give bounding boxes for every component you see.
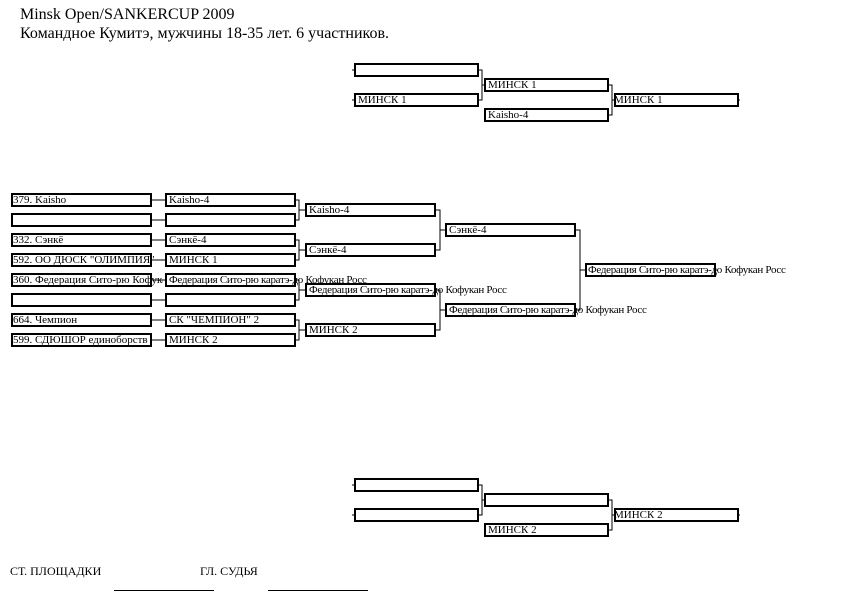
round2-slot-3 [305, 283, 436, 297]
round1-slot-2 [165, 213, 296, 227]
round2-slot-2 [305, 243, 436, 257]
round3-slot-1 [445, 223, 576, 237]
round1-slot-5 [165, 273, 296, 287]
participant-label-7: 664. Чемпион [13, 314, 78, 326]
main-winner-label: Федерация Сито-рю каратэ-до Кофукан Росс [588, 264, 786, 276]
round2-label-4: МИНСК 2 [309, 324, 358, 336]
round2-label-1: Kaisho-4 [309, 204, 350, 216]
bottom-winner-slot [614, 508, 739, 522]
participant-slot-5 [11, 273, 152, 287]
round1-slot-6 [165, 293, 296, 307]
participant-slot-1 [11, 193, 152, 207]
round3-label-2: Федерация Сито-рю каратэ-до Кофукан Росс [449, 304, 647, 316]
round3-label-1: Сэнкё-4 [449, 224, 487, 236]
top-winner-label: МИНСК 1 [614, 94, 663, 106]
participant-label-3: 332. Сэнкё [13, 234, 64, 246]
participant-slot-8 [11, 333, 152, 347]
round2-label-3: Федерация Сито-рю каратэ-до Кофукан Росс [309, 284, 507, 296]
bottom-r2-slot-1 [484, 493, 609, 507]
round1-label-7: СК "ЧЕМПИОН" 2 [169, 314, 260, 326]
top-r1-slot-2 [354, 93, 479, 107]
round1-label-4: МИНСК 1 [169, 254, 218, 266]
site-chief-label: СТ. ПЛОЩАДКИ [10, 564, 102, 578]
top-r1-slot-1 [354, 63, 479, 77]
participant-label-4: 592. ОО ДЮСК "ОЛИМПИЯ" [13, 254, 155, 266]
top-r2-slot-1 [484, 78, 609, 92]
round2-slot-1 [305, 203, 436, 217]
bottom-winner-label: МИНСК 2 [614, 509, 663, 521]
chief-judge-signature-line [268, 590, 368, 591]
bottom-r2-label-2: МИНСК 2 [488, 524, 537, 536]
round2-label-2: Сэнкё-4 [309, 244, 347, 256]
participant-slot-6 [11, 293, 152, 307]
round1-label-3: Сэнкё-4 [169, 234, 207, 246]
round2-slot-4 [305, 323, 436, 337]
site-chief-signature-line [114, 590, 214, 591]
top-winner-slot [614, 93, 739, 107]
round3-slot-2 [445, 303, 576, 317]
page-subtitle: Командное Кумитэ, мужчины 18-35 лет. 6 у… [20, 25, 390, 42]
top-r1-label-2: МИНСК 1 [358, 94, 407, 106]
bottom-r1-slot-2 [354, 508, 479, 522]
participant-label-8: 599. СДЮШОР единоборств [13, 334, 148, 346]
participant-slot-7 [11, 313, 152, 327]
participant-slot-2 [11, 213, 152, 227]
round1-label-1: Kaisho-4 [169, 194, 210, 206]
round1-slot-4 [165, 253, 296, 267]
participant-slot-4 [11, 253, 152, 267]
bottom-r2-slot-2 [484, 523, 609, 537]
main-winner-slot [585, 263, 716, 277]
round1-slot-1 [165, 193, 296, 207]
participant-label-5: 360. Федерация Сито-рю Кофукан [13, 274, 163, 286]
top-r2-label-1: МИНСК 1 [488, 79, 537, 91]
bottom-r1-slot-1 [354, 478, 479, 492]
chief-judge-label: ГЛ. СУДЬЯ [200, 564, 258, 578]
round1-label-8: МИНСК 2 [169, 334, 218, 346]
top-r2-slot-2 [484, 108, 609, 122]
participant-label-1: 379. Kaisho [13, 194, 67, 206]
participant-slot-3 [11, 233, 152, 247]
round1-slot-3 [165, 233, 296, 247]
round1-slot-8 [165, 333, 296, 347]
top-r2-label-2: Kaisho-4 [488, 109, 529, 121]
page-title: Minsk Open/SANKERCUP 2009 [20, 6, 235, 23]
round1-slot-7 [165, 313, 296, 327]
